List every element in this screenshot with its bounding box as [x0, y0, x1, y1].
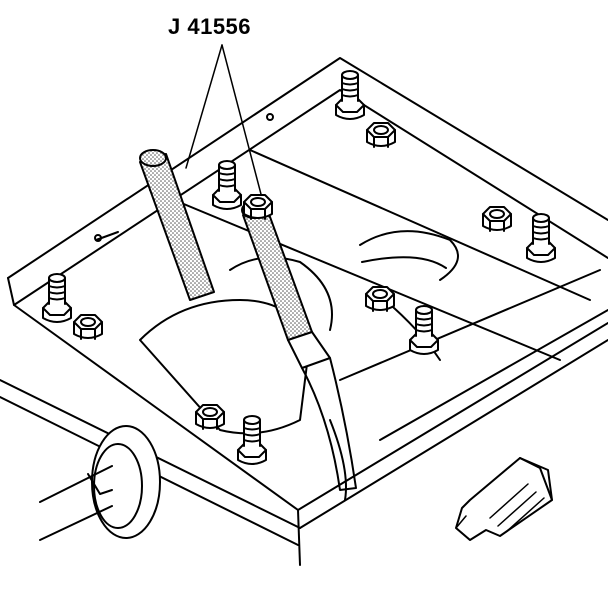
- tool-callout-label: J 41556: [168, 14, 252, 39]
- tool-rod-left: [139, 149, 215, 301]
- output-shaft: [39, 425, 161, 541]
- callout-leader-lines: [185, 44, 263, 199]
- direction-arrow: [455, 457, 553, 541]
